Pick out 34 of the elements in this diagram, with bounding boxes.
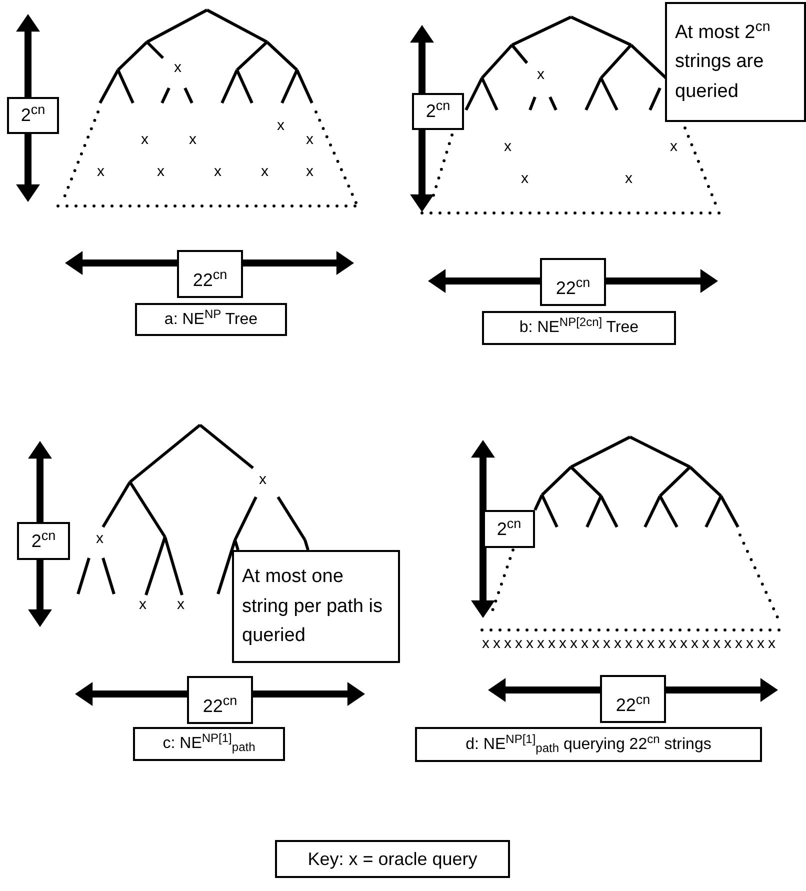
query-mark: x — [521, 171, 528, 186]
query-mark: x — [259, 472, 266, 487]
dimension-label: 22$^{cn}$ — [600, 675, 666, 723]
query-mark: x — [139, 597, 146, 612]
query-mark: x — [306, 164, 314, 179]
query-mark: x — [174, 60, 182, 75]
dimension-label: 2$^{cn}$ — [483, 510, 535, 548]
query-mark: x — [261, 164, 268, 179]
caption-box: d: NE$^{NP[1]}$$_{path}$ querying 22$^{cn}$ strings — [415, 727, 762, 762]
query-mark: x — [157, 164, 164, 179]
callout-box: At most 2$^{cn}$ strings are queried — [665, 2, 806, 122]
query-mark: x — [625, 171, 632, 186]
query-mark: x — [537, 67, 544, 82]
query-mark: x — [177, 597, 184, 612]
query-mark: x — [214, 164, 222, 179]
caption-box: b: NE$^{NP[2cn]}$ Tree — [482, 311, 676, 345]
query-mark: x — [306, 132, 314, 147]
callout-box: At most one string per path is queried — [232, 550, 400, 663]
query-mark: x — [670, 139, 678, 154]
key-box: Key: x = oracle query — [275, 840, 510, 878]
dimension-label: 22$^{cn}$ — [540, 258, 606, 306]
query-mark: x — [189, 132, 196, 147]
dimension-label: 22$^{cn}$ — [177, 250, 243, 298]
query-mark: x — [504, 139, 512, 154]
query-mark: x — [277, 118, 284, 133]
dimension-label: 2$^{cn}$ — [7, 97, 59, 134]
dimension-label: 22$^{cn}$ — [187, 676, 253, 724]
query-mark-row: xxxxxxxxxxxxxxxxxxxxxxxxxxx — [482, 636, 779, 651]
query-mark: x — [96, 531, 104, 546]
dimension-label: 2$^{cn}$ — [412, 93, 464, 130]
dimension-label: 2$^{cn}$ — [17, 522, 70, 560]
caption-box: a: NE$^{NP}$ Tree — [135, 303, 287, 336]
query-mark: x — [97, 164, 104, 179]
query-mark: x — [141, 132, 148, 147]
